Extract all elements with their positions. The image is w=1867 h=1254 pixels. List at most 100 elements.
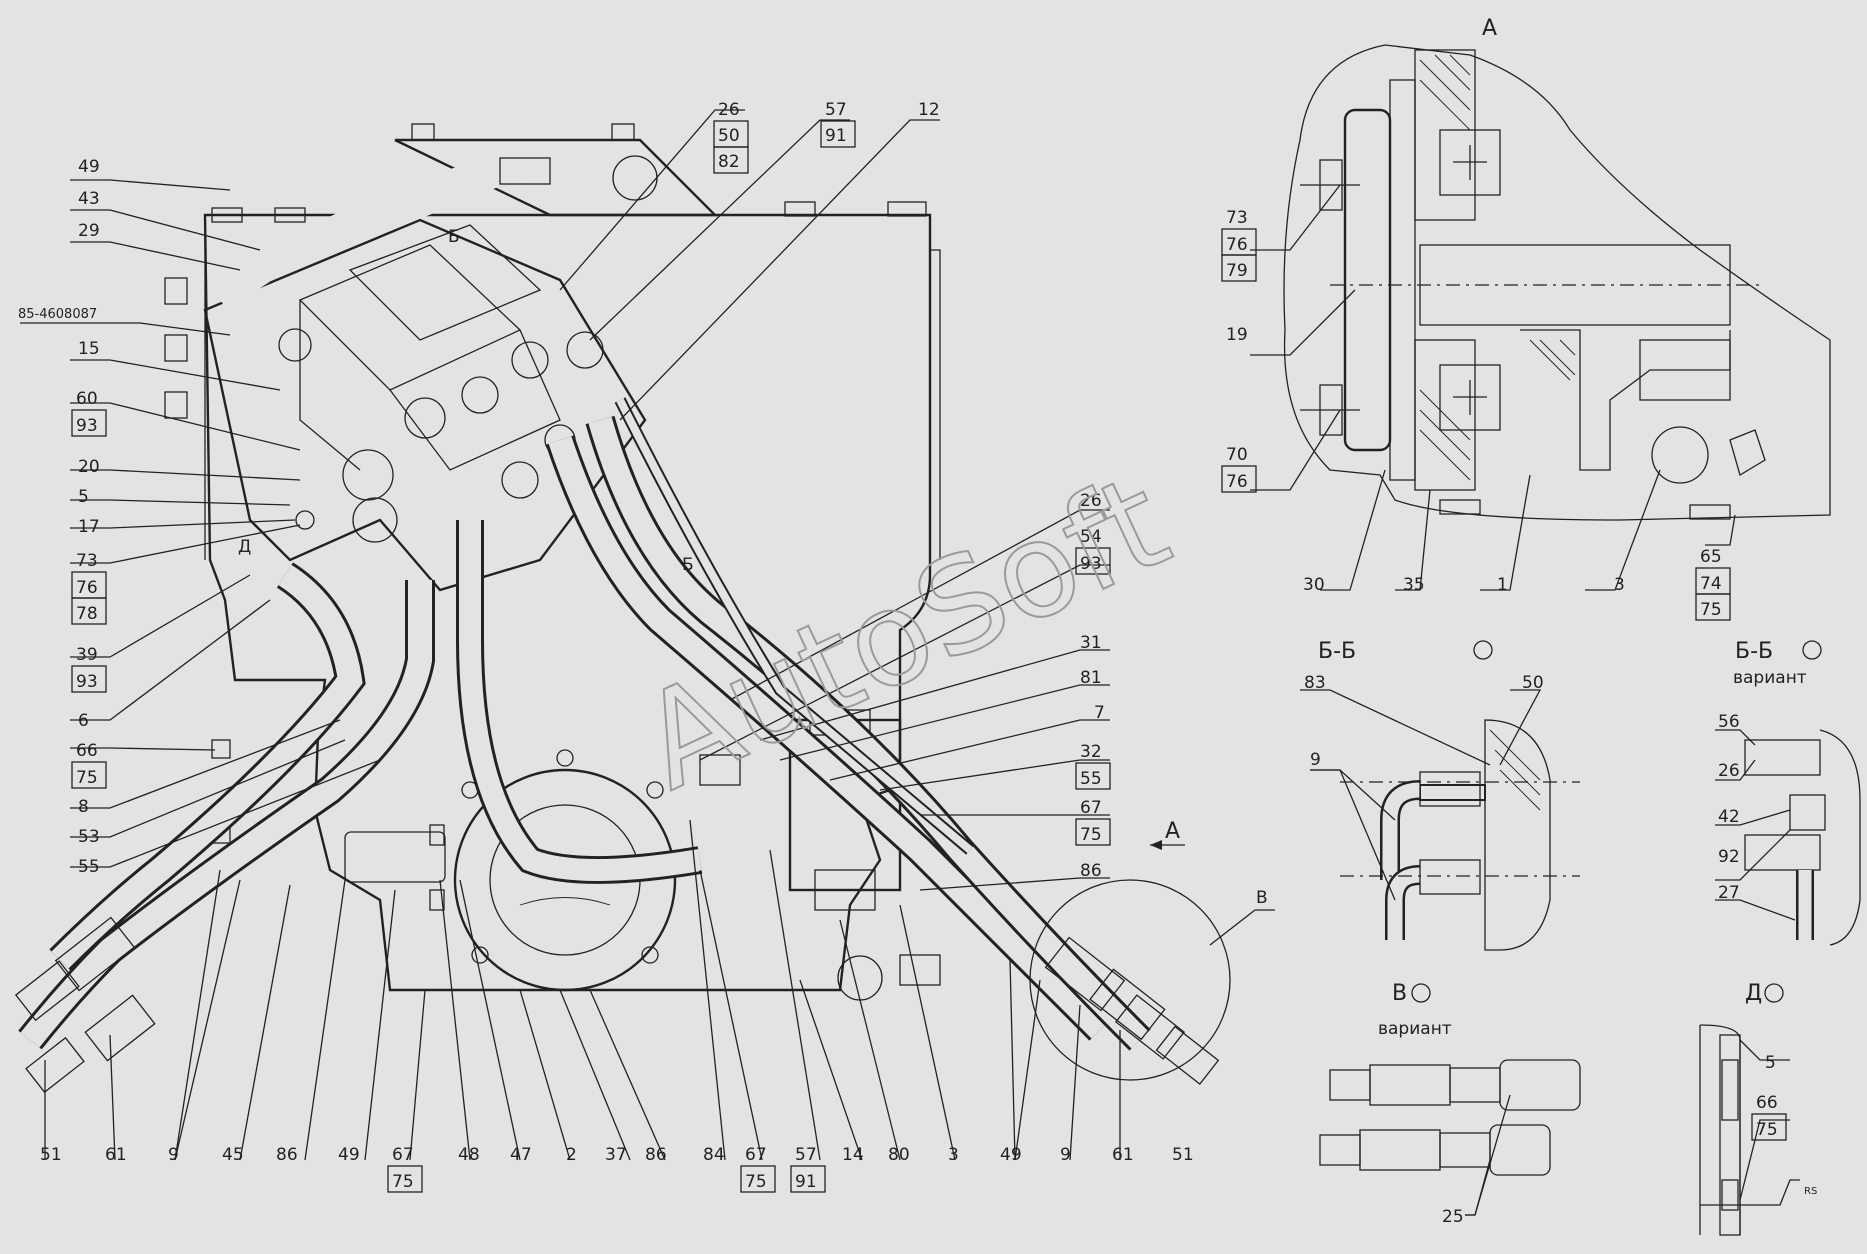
view-v: В вариант 25: [1319, 981, 1581, 1227]
callout-b-9b: 9: [1060, 1145, 1071, 1165]
callout-b-86b: 86: [645, 1145, 667, 1165]
callout-15: 15: [78, 339, 100, 359]
top-bolts: [211, 123, 927, 223]
callout-b-67a: 67: [392, 1145, 414, 1165]
callout-b-2: 2: [566, 1145, 577, 1165]
view-a-1: 1: [1497, 575, 1508, 595]
callout-50-top: 50: [718, 126, 740, 146]
callout-b-49b: 49: [1000, 1145, 1022, 1165]
view-a-75: 75: [1700, 600, 1722, 620]
callout-93: 93: [76, 416, 98, 436]
callout-8: 8: [78, 797, 89, 817]
callout-6: 6: [78, 711, 89, 731]
callout-b-49a: 49: [338, 1145, 360, 1165]
view-a-79: 79: [1226, 261, 1248, 281]
callout-82-top: 82: [718, 152, 740, 172]
right-callouts: 26 54 93 31 81 7 32 55 67 75 86: [699, 491, 1111, 891]
view-bb-9: 9: [1310, 750, 1321, 770]
callout-b-67b: 67: [745, 1145, 767, 1165]
callout-26-top: 26: [718, 100, 740, 120]
callout-43: 43: [78, 189, 100, 209]
view-bb-variant-caption: вариант: [1733, 668, 1807, 688]
view-d-5: 5: [1765, 1053, 1776, 1073]
view-a-76b: 76: [1226, 472, 1248, 492]
view-bb-title: Б-Б: [1318, 639, 1356, 664]
callout-66: 66: [76, 741, 98, 761]
callout-55-right: 55: [1080, 769, 1102, 789]
view-bbv-42: 42: [1718, 807, 1740, 827]
view-v-caption: вариант: [1378, 1019, 1452, 1039]
valve-fittings: [278, 328, 604, 543]
callout-b-91: 91: [795, 1172, 817, 1192]
view-a-title: А: [1482, 16, 1497, 41]
callout-b-45: 45: [222, 1145, 244, 1165]
view-d-title: Д: [1745, 981, 1762, 1006]
view-a-76: 76: [1226, 235, 1248, 255]
callout-part-number: 85-4608087: [18, 307, 97, 322]
view-v-title: В: [1392, 981, 1407, 1006]
view-a-65: 65: [1700, 547, 1722, 567]
view-a-3: 3: [1614, 575, 1625, 595]
view-bbv-56: 56: [1718, 712, 1740, 732]
callout-b-37: 37: [605, 1145, 627, 1165]
left-callouts: 49 43 29 85-4608087 15 60 93 20 5 17 73 …: [18, 157, 381, 877]
section-arrow-a-label: А: [1165, 819, 1180, 844]
view-bb-83: 83: [1304, 673, 1326, 693]
view-a-30: 30: [1303, 575, 1325, 595]
view-bbv-92: 92: [1718, 847, 1740, 867]
left-bolts: [164, 277, 231, 844]
callout-81-right: 81: [1080, 668, 1102, 688]
detail-circle-v: [1029, 879, 1231, 1081]
callout-17: 17: [78, 517, 100, 537]
callout-b-84: 84: [703, 1145, 725, 1165]
callout-49: 49: [78, 157, 100, 177]
callout-20: 20: [78, 457, 100, 477]
callout-b-75b: 75: [745, 1172, 767, 1192]
main-assembly: А Б Б Д В: [14, 123, 1275, 1094]
callout-b-61: 61: [105, 1145, 127, 1165]
section-mark-d: Д: [238, 537, 251, 557]
callout-b-61b: 61: [1112, 1145, 1134, 1165]
view-bb-50: 50: [1522, 673, 1544, 693]
view-bbv-27: 27: [1718, 883, 1740, 903]
callout-b-75a: 75: [392, 1172, 414, 1192]
callout-31-right: 31: [1080, 633, 1102, 653]
view-d-rs: RS: [1804, 1186, 1817, 1197]
callout-b-9: 9: [168, 1145, 179, 1165]
callout-b-47: 47: [510, 1145, 532, 1165]
view-d: Д 5 66 75 RS: [1699, 981, 1817, 1236]
callout-39: 39: [76, 645, 98, 665]
callout-b-86a: 86: [276, 1145, 298, 1165]
callout-29: 29: [78, 221, 100, 241]
bottom-callouts: 51 61 9 45 86 49 67 75 48 47 2 37 86 84 …: [40, 819, 1194, 1193]
callout-b-14: 14: [842, 1145, 864, 1165]
callout-67-right: 67: [1080, 798, 1102, 818]
callout-12-top: 12: [918, 100, 940, 120]
hoses: [18, 397, 1151, 1051]
hose-fittings-left: [14, 916, 156, 1094]
top-callouts: 26 50 82 57 91 12: [559, 100, 940, 421]
section-mark-b2: Б: [682, 555, 694, 575]
view-a-70: 70: [1226, 445, 1248, 465]
view-a: А: [1221, 16, 1831, 621]
view-d-66: 66: [1756, 1093, 1778, 1113]
view-a-35: 35: [1403, 575, 1425, 595]
callout-57-top: 57: [825, 100, 847, 120]
callout-86-right: 86: [1080, 861, 1102, 881]
view-v-25: 25: [1442, 1207, 1464, 1227]
callout-75: 75: [76, 768, 98, 788]
view-a-73: 73: [1226, 208, 1248, 228]
callout-b-57: 57: [795, 1145, 817, 1165]
callout-55: 55: [78, 857, 100, 877]
view-a-74: 74: [1700, 574, 1722, 594]
callout-b-80: 80: [888, 1145, 910, 1165]
callout-b-3: 3: [948, 1145, 959, 1165]
callout-54-right: 54: [1080, 527, 1102, 547]
callout-93b: 93: [76, 672, 98, 692]
callout-5: 5: [78, 487, 89, 507]
callout-78: 78: [76, 604, 98, 624]
callout-b-48: 48: [458, 1145, 480, 1165]
callout-26-right: 26: [1080, 491, 1102, 511]
section-mark-b1: Б: [448, 227, 460, 247]
callout-60: 60: [76, 389, 98, 409]
